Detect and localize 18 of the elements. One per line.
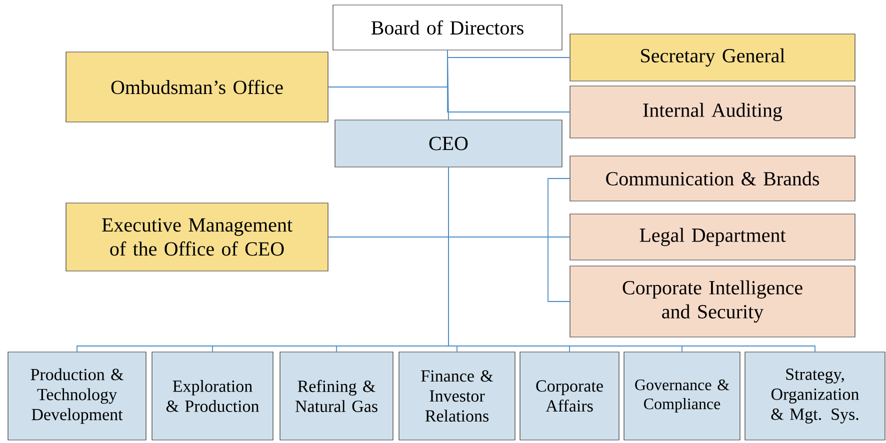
office-box: Ombudsman’s Office (66, 52, 328, 122)
connector-line (447, 50, 570, 112)
directorate-box: Governance & Compliance (624, 352, 740, 440)
ceo-box: CEO (334, 120, 562, 168)
directorate-box: Finance & Investor Relations (398, 352, 516, 440)
department-box: Internal Auditing (570, 86, 856, 138)
directorate-box: Refining & Natural Gas (280, 352, 394, 440)
office-box: Executive Management of the Office of CEO (66, 202, 328, 272)
office-box: Secretary General (570, 34, 856, 82)
directorate-box: Exploration & Production (152, 352, 274, 440)
directorate-box: Strategy, Organization & Mgt. Sys. (744, 352, 886, 440)
department-box: Communication & Brands (570, 156, 856, 202)
directorate-box: Production & Technology Development (8, 352, 146, 440)
directorate-box: Corporate Affairs (520, 352, 620, 440)
connector-line (448, 166, 816, 352)
department-box: Corporate Intelligence and Security (570, 266, 856, 338)
department-box: Legal Department (570, 214, 856, 260)
board-box: Board of Directors (332, 4, 562, 50)
